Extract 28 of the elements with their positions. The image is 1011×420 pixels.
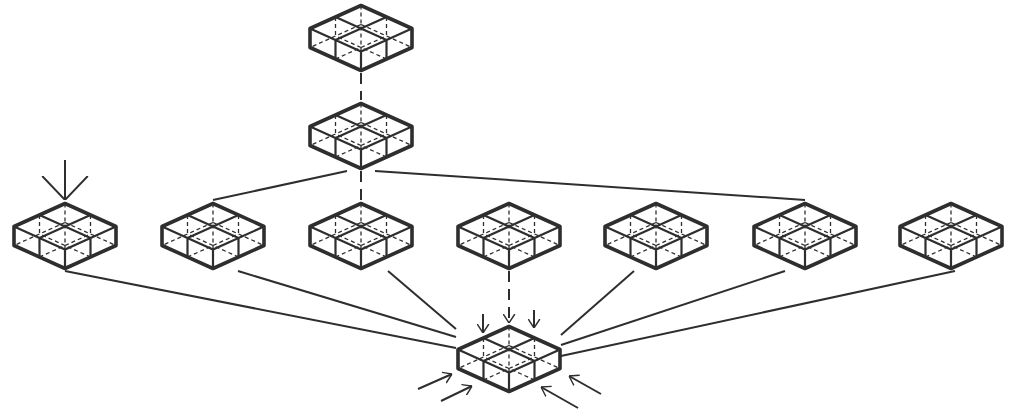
connector-line [212, 170, 348, 201]
connector-line [560, 270, 786, 346]
lattice-drawing [308, 200, 414, 271]
connector-line [64, 270, 457, 349]
arrow [527, 309, 541, 329]
dashed-connector-line [360, 72, 362, 101]
arrow [476, 313, 490, 334]
lattice-drawing [603, 200, 709, 271]
dashed-arrow [502, 270, 516, 324]
dashed-connector-line [360, 170, 362, 201]
arrow [540, 385, 579, 409]
arrow [41, 159, 89, 201]
lattice-drawing [456, 200, 562, 271]
arrow [440, 383, 473, 402]
connector-line [560, 270, 956, 357]
arrow [568, 374, 602, 395]
lattice-drawing [752, 200, 858, 271]
lattice-drawing [308, 100, 414, 171]
arrow [417, 371, 453, 390]
connector-line [560, 270, 635, 336]
connector-line [387, 270, 457, 330]
lattice-drawing [12, 200, 118, 271]
connector-line [237, 270, 457, 338]
connector-line [374, 170, 806, 201]
lattice-drawing [456, 323, 562, 394]
lattice-drawing [308, 2, 414, 73]
lattice-drawing [898, 200, 1004, 271]
lattice-drawing [160, 200, 266, 271]
